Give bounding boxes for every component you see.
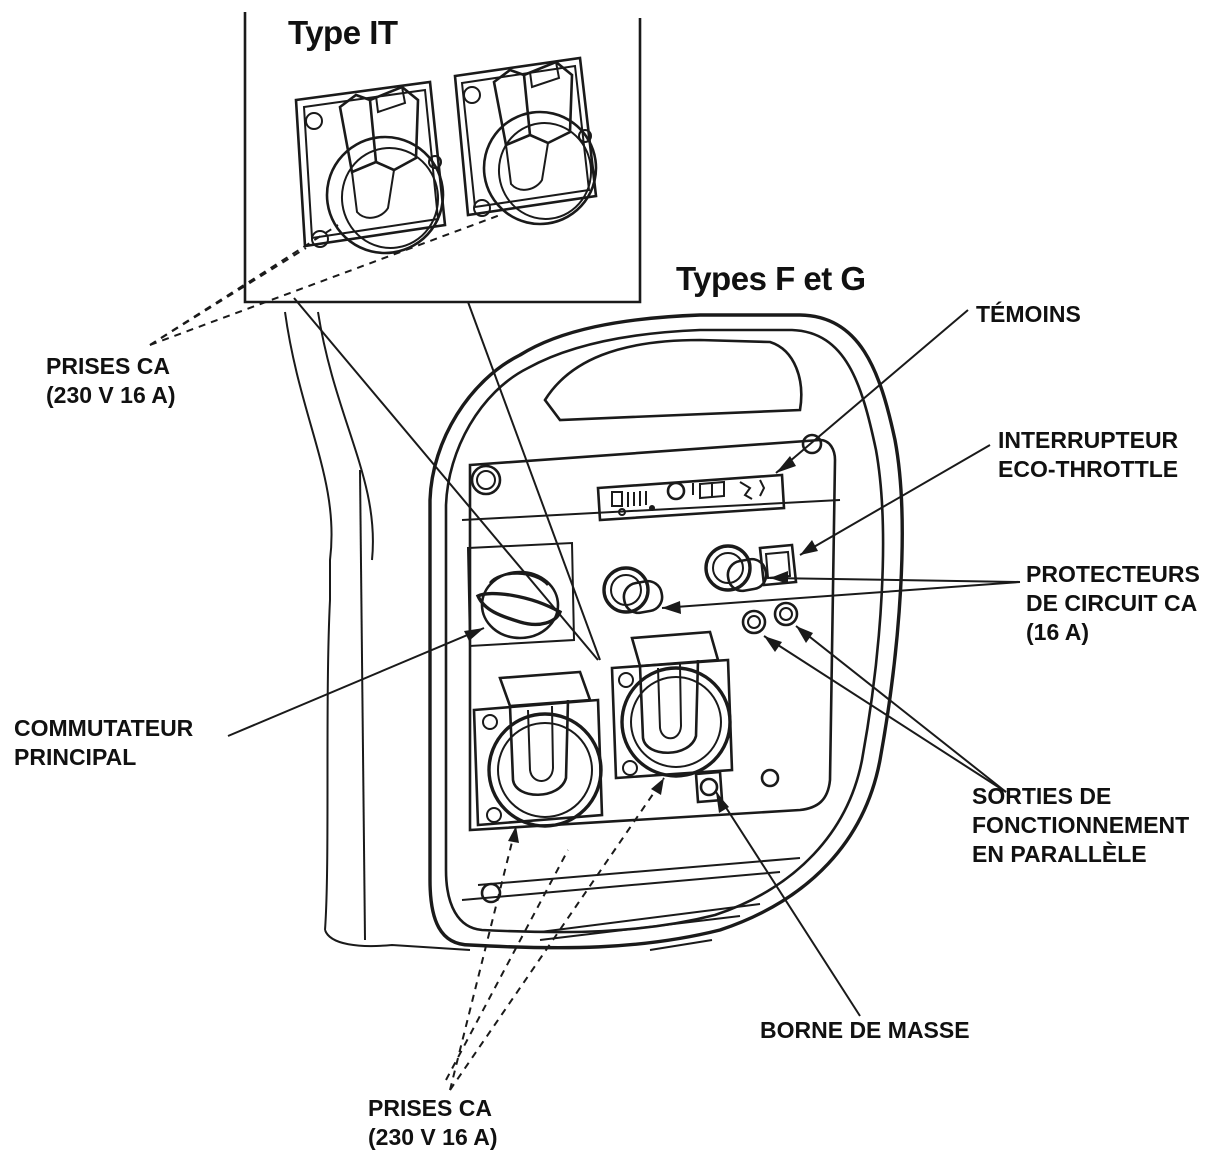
generator-body [284, 311, 904, 951]
label-protecteurs-line3: (16 A) [1026, 619, 1090, 645]
label-protecteurs-line1: PROTECTEURS [1026, 561, 1200, 587]
label-sorties-line3: EN PARALLÈLE [972, 841, 1147, 867]
title-types-f-et-g: Types F et G [676, 260, 866, 297]
eco-throttle-switch [758, 543, 798, 587]
label-borne-line1: BORNE DE MASSE [760, 1017, 970, 1043]
label-protecteurs: PROTECTEURS DE CIRCUIT CA (16 A) [1026, 560, 1200, 647]
main-switch [466, 541, 576, 648]
circuit-protector-left [602, 566, 664, 615]
label-sorties-line1: SORTIES DE [972, 783, 1112, 809]
label-prises-ca-top-line2: (230 V 16 A) [46, 382, 176, 408]
inset-frame [243, 12, 642, 304]
label-prises-ca-bottom: PRISES CA (230 V 16 A) [368, 1094, 498, 1152]
label-sorties: SORTIES DE FONCTIONNEMENT EN PARALLÈLE [972, 782, 1189, 869]
label-temoins: TÉMOINS [976, 300, 1081, 329]
label-sorties-line2: FONCTIONNEMENT [972, 812, 1190, 838]
title-type-it: Type IT [288, 14, 398, 51]
label-prises-ca-top: PRISES CA (230 V 16 A) [46, 352, 176, 410]
label-borne-de-masse: BORNE DE MASSE [760, 1016, 970, 1045]
label-prises-ca-bottom-line1: PRISES CA [368, 1095, 492, 1121]
label-commutateur-line2: PRINCIPAL [14, 744, 137, 770]
type-it-socket-right [453, 56, 598, 226]
fg-socket-right [610, 630, 734, 780]
label-prises-ca-top-line1: PRISES CA [46, 353, 170, 379]
label-prises-ca-bottom-line2: (230 V 16 A) [368, 1124, 498, 1150]
indicator-panel [596, 473, 786, 522]
label-interrupteur-line2: ECO-THROTTLE [998, 456, 1179, 482]
label-commutateur-line1: COMMUTATEUR [14, 715, 194, 741]
leader-lines [149, 214, 1021, 1091]
label-interrupteur: INTERRUPTEUR ECO-THROTTLE [998, 426, 1178, 484]
label-interrupteur-line1: INTERRUPTEUR [998, 427, 1179, 453]
label-commutateur: COMMUTATEUR PRINCIPAL [14, 714, 193, 772]
fg-socket-left [472, 670, 604, 828]
circuit-protector-right [704, 544, 768, 593]
type-it-socket-left [294, 80, 447, 255]
parallel-outputs [741, 601, 799, 635]
label-protecteurs-line2: DE CIRCUIT CA [1026, 590, 1198, 616]
label-temoins-line1: TÉMOINS [976, 301, 1081, 327]
